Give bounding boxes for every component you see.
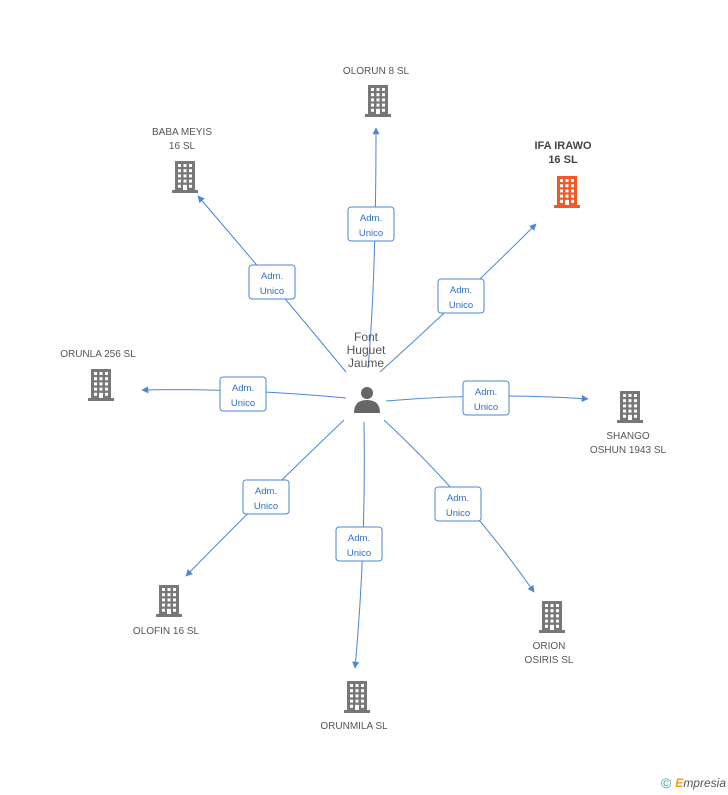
building-icon[interactable] xyxy=(365,85,391,117)
role-label-line: Adm. xyxy=(450,285,472,296)
edge-arrow xyxy=(367,127,380,369)
role-label-line: Unico xyxy=(231,398,255,409)
role-label-line: Adm. xyxy=(348,533,370,544)
building-icon[interactable] xyxy=(539,601,565,633)
edge-ifa-irawo-16-sl: Adm. Unico xyxy=(379,223,537,373)
role-label-line: Unico xyxy=(347,548,371,559)
role-label-box[interactable]: Adm. Unico xyxy=(347,206,395,242)
company-label[interactable]: IFA IRAWO xyxy=(534,140,591,152)
company-node-shango-oshun-1943-sl[interactable]: SHANGO OSHUN 1943 SL xyxy=(590,391,667,456)
company-label[interactable]: OLORUN 8 SL xyxy=(343,66,410,77)
copyright-symbol: © xyxy=(660,775,672,791)
edge-olorun-8-sl: Adm. Unico xyxy=(347,127,395,369)
role-label-box[interactable]: Adm. Unico xyxy=(335,526,383,562)
company-label[interactable]: SHANGO xyxy=(606,431,650,442)
role-label-line: Unico xyxy=(474,402,498,413)
company-label[interactable]: OSIRIS SL xyxy=(525,655,574,666)
role-label-box[interactable]: Adm. Unico xyxy=(434,486,482,522)
role-label-box[interactable]: Adm. Unico xyxy=(242,479,290,515)
building-icon[interactable] xyxy=(617,391,643,423)
person-icon xyxy=(354,387,380,413)
building-icon[interactable] xyxy=(156,585,182,617)
company-label[interactable]: ORUNLA 256 SL xyxy=(60,349,136,360)
company-node-orunla-256-sl[interactable]: ORUNLA 256 SL xyxy=(60,349,136,401)
role-label-line: Unico xyxy=(446,508,470,519)
role-label-line: Adm. xyxy=(261,271,283,282)
role-label-line: Adm. xyxy=(360,213,382,224)
role-label-line: Unico xyxy=(359,228,383,239)
company-node-baba-meyis-16-sl[interactable]: BABA MEYIS 16 SL xyxy=(152,127,212,193)
building-icon[interactable] xyxy=(554,176,580,208)
building-icon[interactable] xyxy=(344,681,370,713)
person-label[interactable]: Huguet xyxy=(347,343,386,357)
edge-olofin-16-sl: Adm. Unico xyxy=(185,419,345,577)
company-label[interactable]: ORUNMILA SL xyxy=(320,721,388,732)
company-label[interactable]: 16 SL xyxy=(169,141,196,152)
person-label[interactable]: Font xyxy=(354,330,379,344)
company-label[interactable]: ORION xyxy=(533,641,566,652)
company-label[interactable]: 16 SL xyxy=(548,154,578,166)
role-label-line: Adm. xyxy=(232,383,254,394)
building-icon[interactable] xyxy=(88,369,114,401)
brand-name: Empresia xyxy=(675,776,726,790)
company-node-ifa-irawo-16-sl[interactable]: IFA IRAWO 16 SL xyxy=(534,140,592,208)
company-node-orion-osiris-sl[interactable]: ORION OSIRIS SL xyxy=(525,601,574,666)
edge-baba-meyis-16-sl: Adm. Unico xyxy=(197,195,347,373)
role-label-line: Unico xyxy=(449,300,473,311)
edge-shango-oshun-1943-sl: Adm. Unico xyxy=(385,380,589,416)
role-label-box[interactable]: Adm. Unico xyxy=(219,376,267,412)
person-label[interactable]: Jaume xyxy=(348,356,384,370)
company-label[interactable]: OSHUN 1943 SL xyxy=(590,445,667,456)
company-node-olofin-16-sl[interactable]: OLOFIN 16 SL xyxy=(133,585,200,637)
company-label[interactable]: OLOFIN 16 SL xyxy=(133,626,200,637)
company-node-orunmila-sl[interactable]: ORUNMILA SL xyxy=(320,681,388,732)
edge-orunmila-sl: Adm. Unico xyxy=(335,421,383,669)
role-label-line: Adm. xyxy=(447,493,469,504)
role-label-line: Adm. xyxy=(475,387,497,398)
company-node-olorun-8-sl[interactable]: OLORUN 8 SL xyxy=(343,66,410,117)
footer-brand[interactable]: © Empresia xyxy=(661,775,726,791)
role-label-box[interactable]: Adm. Unico xyxy=(248,264,296,300)
role-label-line: Unico xyxy=(254,501,278,512)
role-label-box[interactable]: Adm. Unico xyxy=(462,380,510,416)
edge-orunla-256-sl: Adm. Unico xyxy=(141,376,347,412)
role-label-line: Unico xyxy=(260,286,284,297)
building-icon[interactable] xyxy=(172,161,198,193)
company-label[interactable]: BABA MEYIS xyxy=(152,127,212,138)
role-label-box[interactable]: Adm. Unico xyxy=(437,278,485,314)
role-label-line: Adm. xyxy=(255,486,277,497)
edge-orion-osiris-sl: Adm. Unico xyxy=(383,419,535,593)
